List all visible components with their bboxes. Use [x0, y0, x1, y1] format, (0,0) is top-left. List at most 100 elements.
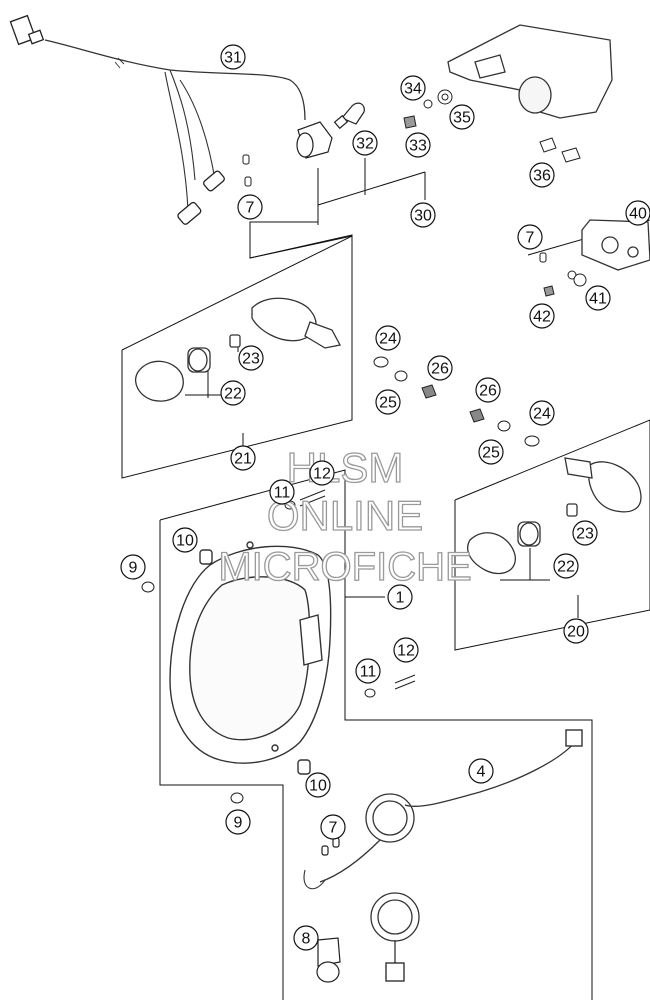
callout-label: 10 [309, 778, 327, 795]
callout-32: 32 [352, 130, 378, 156]
callout-label: 42 [533, 309, 551, 326]
socket-31 [296, 121, 333, 159]
callout-7b: 7 [517, 224, 543, 250]
callout-circle [355, 658, 381, 684]
cowl-30 [447, 24, 613, 119]
fasteners-24-26 [373, 356, 540, 447]
callout-circle [269, 479, 295, 505]
callout-label: 7 [526, 230, 535, 247]
callout-circle [405, 132, 431, 158]
callout-label: 22 [557, 559, 575, 576]
callout-label: 8 [302, 931, 311, 948]
callout-label: 20 [567, 624, 585, 641]
callout-circle [172, 527, 198, 553]
callout-12a: 12 [309, 460, 335, 486]
callout-circle [529, 400, 555, 426]
callout-35: 35 [449, 104, 475, 130]
callout-circle [478, 439, 504, 465]
callout-34: 34 [400, 75, 426, 101]
wiring-harness-31 [9, 14, 306, 225]
callout-36: 36 [529, 162, 555, 188]
callout-circle [375, 325, 401, 351]
callout-8: 8 [293, 925, 319, 951]
callout-label: 7 [246, 200, 255, 217]
callout-circle [563, 618, 589, 644]
callout-22a: 22 [220, 380, 246, 406]
callout-label: 7 [329, 820, 338, 837]
callout-label: 36 [533, 168, 551, 185]
callout-11b: 11 [355, 658, 381, 684]
bulb-7a [242, 154, 252, 187]
callout-circle [225, 809, 251, 835]
callout-26b: 26 [475, 377, 501, 403]
callout-circle [468, 758, 494, 784]
headlight-1 [169, 541, 332, 775]
callout-circle [293, 925, 319, 951]
bracket-21 [121, 235, 353, 479]
callout-circle [393, 637, 419, 663]
callout-circle [238, 345, 264, 371]
callout-label: 12 [313, 466, 331, 483]
callout-label: 32 [356, 136, 374, 153]
watermark-line1: HLSM [287, 444, 404, 491]
fasteners-33-35 [403, 89, 453, 129]
callout-25b: 25 [478, 439, 504, 465]
callout-25a: 25 [375, 389, 401, 415]
callout-41: 41 [585, 285, 611, 311]
callout-label: 24 [533, 406, 551, 423]
fasteners-41-42 [539, 252, 587, 297]
callout-24b: 24 [529, 400, 555, 426]
callout-label: 4 [477, 764, 486, 781]
bracket-30-left [249, 168, 353, 259]
callout-label: 12 [397, 643, 415, 660]
callout-label: 40 [629, 206, 647, 223]
callout-4: 4 [468, 758, 494, 784]
callout-label: 23 [242, 351, 260, 368]
callout-circle [220, 44, 246, 70]
fasteners-9-12 [141, 489, 416, 804]
callout-label: 33 [409, 138, 427, 155]
callout-circle [517, 224, 543, 250]
callout-label: 35 [453, 110, 471, 127]
callout-circle [449, 104, 475, 130]
callout-circle [625, 200, 650, 226]
callout-circle [427, 355, 453, 381]
callout-label: 23 [576, 526, 594, 543]
callout-circle [230, 445, 256, 471]
callout-label: 11 [360, 664, 377, 681]
callout-circle [120, 554, 146, 580]
callout-1: 1 [387, 584, 413, 610]
bracket-30-top [317, 171, 426, 206]
callout-label: 25 [379, 395, 397, 412]
callout-circle [220, 380, 246, 406]
taillight-40 [581, 219, 650, 271]
bulb-8 [316, 837, 341, 983]
callout-11a: 11 [269, 479, 295, 505]
callout-circle [375, 389, 401, 415]
callout-circle [529, 162, 555, 188]
callout-circle [305, 772, 331, 798]
callout-circle [410, 202, 436, 228]
callout-label: 25 [482, 445, 500, 462]
callout-label: 9 [234, 815, 243, 832]
callout-label: 41 [589, 291, 607, 308]
wiring-harness-4 [303, 729, 583, 982]
callout-12b: 12 [393, 637, 419, 663]
callout-20: 20 [563, 618, 589, 644]
callout-10a: 10 [172, 527, 198, 553]
pads-36 [539, 137, 581, 163]
callout-circle [320, 814, 346, 840]
callout-circle [585, 285, 611, 311]
callout-circle [387, 584, 413, 610]
callout-label: 22 [224, 386, 242, 403]
callout-circle [475, 377, 501, 403]
watermark-line2: ONLINE [267, 492, 423, 539]
callout-23b: 23 [572, 520, 598, 546]
callout-33: 33 [405, 132, 431, 158]
callout-circle [237, 194, 263, 220]
bracket-21-top [249, 235, 353, 259]
callout-circle [529, 303, 555, 329]
bulb-32 [333, 102, 365, 130]
callout-31: 31 [220, 44, 246, 70]
